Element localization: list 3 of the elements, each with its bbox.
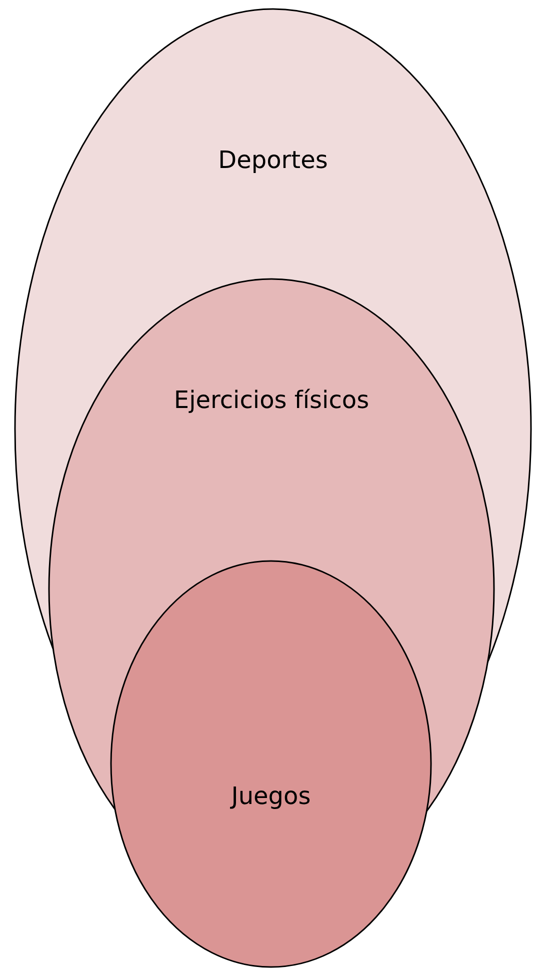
ellipse-label: Deportes [218, 146, 328, 174]
ellipse-label: Juegos [231, 782, 311, 810]
ellipse-label: Ejercicios físicos [174, 386, 370, 414]
